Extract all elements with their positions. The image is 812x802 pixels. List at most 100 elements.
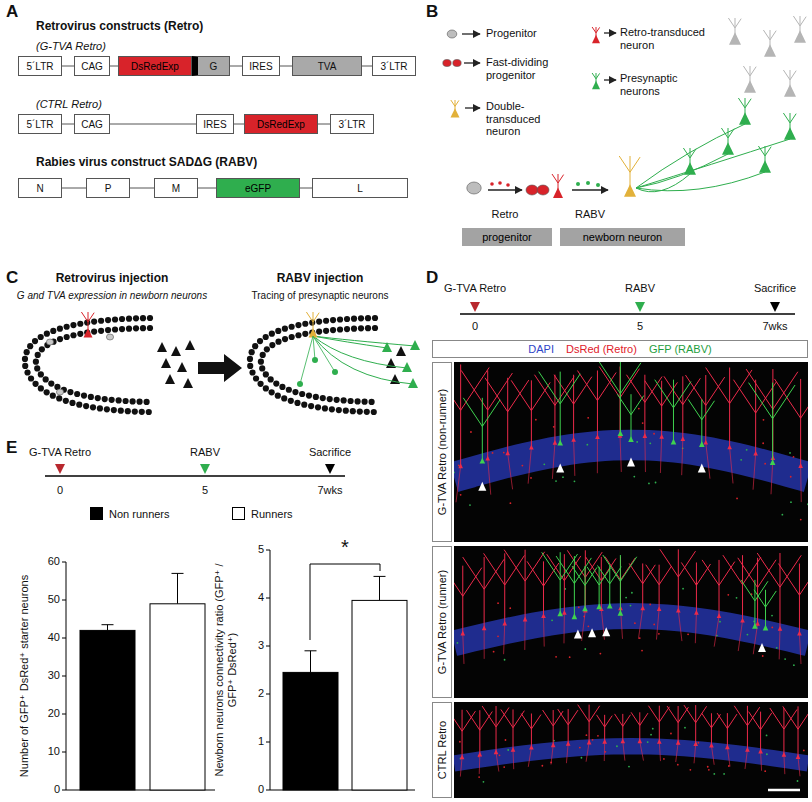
- illustration-part: [618, 430, 624, 436]
- illustration-part: [91, 329, 97, 335]
- figure-label: RABV injection: [277, 272, 364, 286]
- illustration-part: [261, 328, 375, 402]
- figure-label: (CTRL Retro): [36, 98, 102, 111]
- illustration-part: [136, 399, 142, 405]
- illustration-part: [266, 550, 270, 551]
- illustration-part: [24, 369, 30, 375]
- gene-segment-box: IRES: [242, 56, 280, 76]
- illustration-part: [784, 658, 786, 660]
- illustration-part: [557, 440, 563, 446]
- gene-segment-box: 5´LTR: [18, 56, 62, 76]
- illustration-part: [316, 329, 322, 335]
- illustration-part: [62, 600, 66, 601]
- illustration-part: [553, 426, 555, 428]
- figure-label: Tracing of presynaptic neurons: [252, 290, 389, 302]
- illustration-part: [269, 331, 275, 337]
- illustration-part: [70, 332, 76, 338]
- illustration-part: [543, 616, 545, 646]
- illustration-part: [133, 325, 139, 331]
- gene-segment-box: 3´LTR: [372, 56, 416, 76]
- illustration-part: [351, 326, 357, 332]
- illustration-part: [454, 546, 808, 698]
- illustration-part: [343, 408, 349, 414]
- illustration-part: [90, 404, 96, 410]
- illustration-part: [509, 607, 511, 609]
- illustration-part: [503, 766, 505, 768]
- illustration-part: [364, 409, 370, 415]
- illustration-part: [70, 322, 76, 328]
- illustration-part: [286, 387, 292, 393]
- gene-segment-box: TVA: [292, 56, 362, 76]
- node-text: progenitor: [482, 231, 532, 243]
- illustration-part: [105, 317, 111, 323]
- backbone-line: [300, 188, 312, 189]
- illustration-part: [576, 182, 580, 186]
- illustration-part: [62, 790, 66, 791]
- illustration-part: [541, 765, 543, 767]
- illustration-part: [558, 709, 578, 744]
- illustration-part: [470, 431, 472, 433]
- illustration-part: [484, 628, 485, 658]
- illustration-part: [140, 325, 146, 331]
- illustration-part: [64, 334, 70, 340]
- illustration-part: [344, 316, 350, 322]
- illustration-part: [275, 328, 281, 334]
- illustration-part: [139, 409, 145, 415]
- illustration-part: [557, 610, 563, 616]
- illustration-part: [730, 447, 733, 483]
- illustration-part: [597, 437, 598, 473]
- illustration-part: [526, 185, 538, 195]
- illustration-part: [454, 362, 808, 542]
- dsred-segment-box: DsRedExp: [244, 114, 318, 134]
- illustration-part: [493, 651, 495, 653]
- illustration-part: [738, 621, 742, 651]
- legend-item: Runners: [232, 507, 293, 520]
- illustration-part: [592, 739, 594, 741]
- illustration-part: [270, 550, 271, 790]
- illustration-part: [770, 459, 776, 465]
- illustration-part: [779, 629, 781, 659]
- illustration-part: [443, 16, 806, 198]
- illustration-part: [636, 124, 745, 188]
- illustration-part: [352, 600, 407, 790]
- illustration-part: [257, 381, 263, 387]
- illustration-part: [503, 452, 505, 454]
- illustration-part: [555, 656, 557, 658]
- illustration-part: [762, 655, 764, 657]
- illustration-part: [295, 332, 301, 338]
- illustration-part: [488, 189, 522, 190]
- illustration-part: [358, 325, 364, 331]
- illustration-part: [295, 322, 301, 328]
- figure-label: Sacrifice: [309, 446, 351, 459]
- illustration-part: [574, 440, 575, 476]
- illustration-part: [521, 465, 523, 467]
- illustration-part: [770, 708, 797, 755]
- illustration-part: [143, 399, 149, 405]
- illustration-part: [644, 436, 646, 472]
- illustration-part: [539, 372, 581, 444]
- illustration-part: [329, 406, 335, 412]
- figure-label: 60: [48, 555, 60, 568]
- illustration-part: [463, 557, 504, 628]
- illustration-part: [793, 664, 795, 666]
- illustration-part: [266, 598, 270, 599]
- figure-label: 5: [202, 484, 208, 497]
- figure-label: G-TVA Retro: [444, 282, 506, 295]
- illustration-part: [454, 702, 808, 798]
- illustration-part: [337, 316, 343, 322]
- illustration-part: [109, 397, 115, 403]
- illustration-part: [57, 326, 63, 332]
- illustration-part: [247, 363, 253, 369]
- illustration-part: [530, 477, 532, 479]
- illustration-part: [754, 590, 776, 628]
- illustration-part: [83, 403, 89, 409]
- illustration-part: [459, 741, 461, 743]
- illustration-part: [631, 712, 648, 741]
- illustration-part: [629, 563, 655, 608]
- illustration-part: [534, 375, 574, 443]
- illustration-part: [698, 742, 700, 744]
- illustration-part: [263, 334, 269, 340]
- backbone-line: [110, 124, 196, 125]
